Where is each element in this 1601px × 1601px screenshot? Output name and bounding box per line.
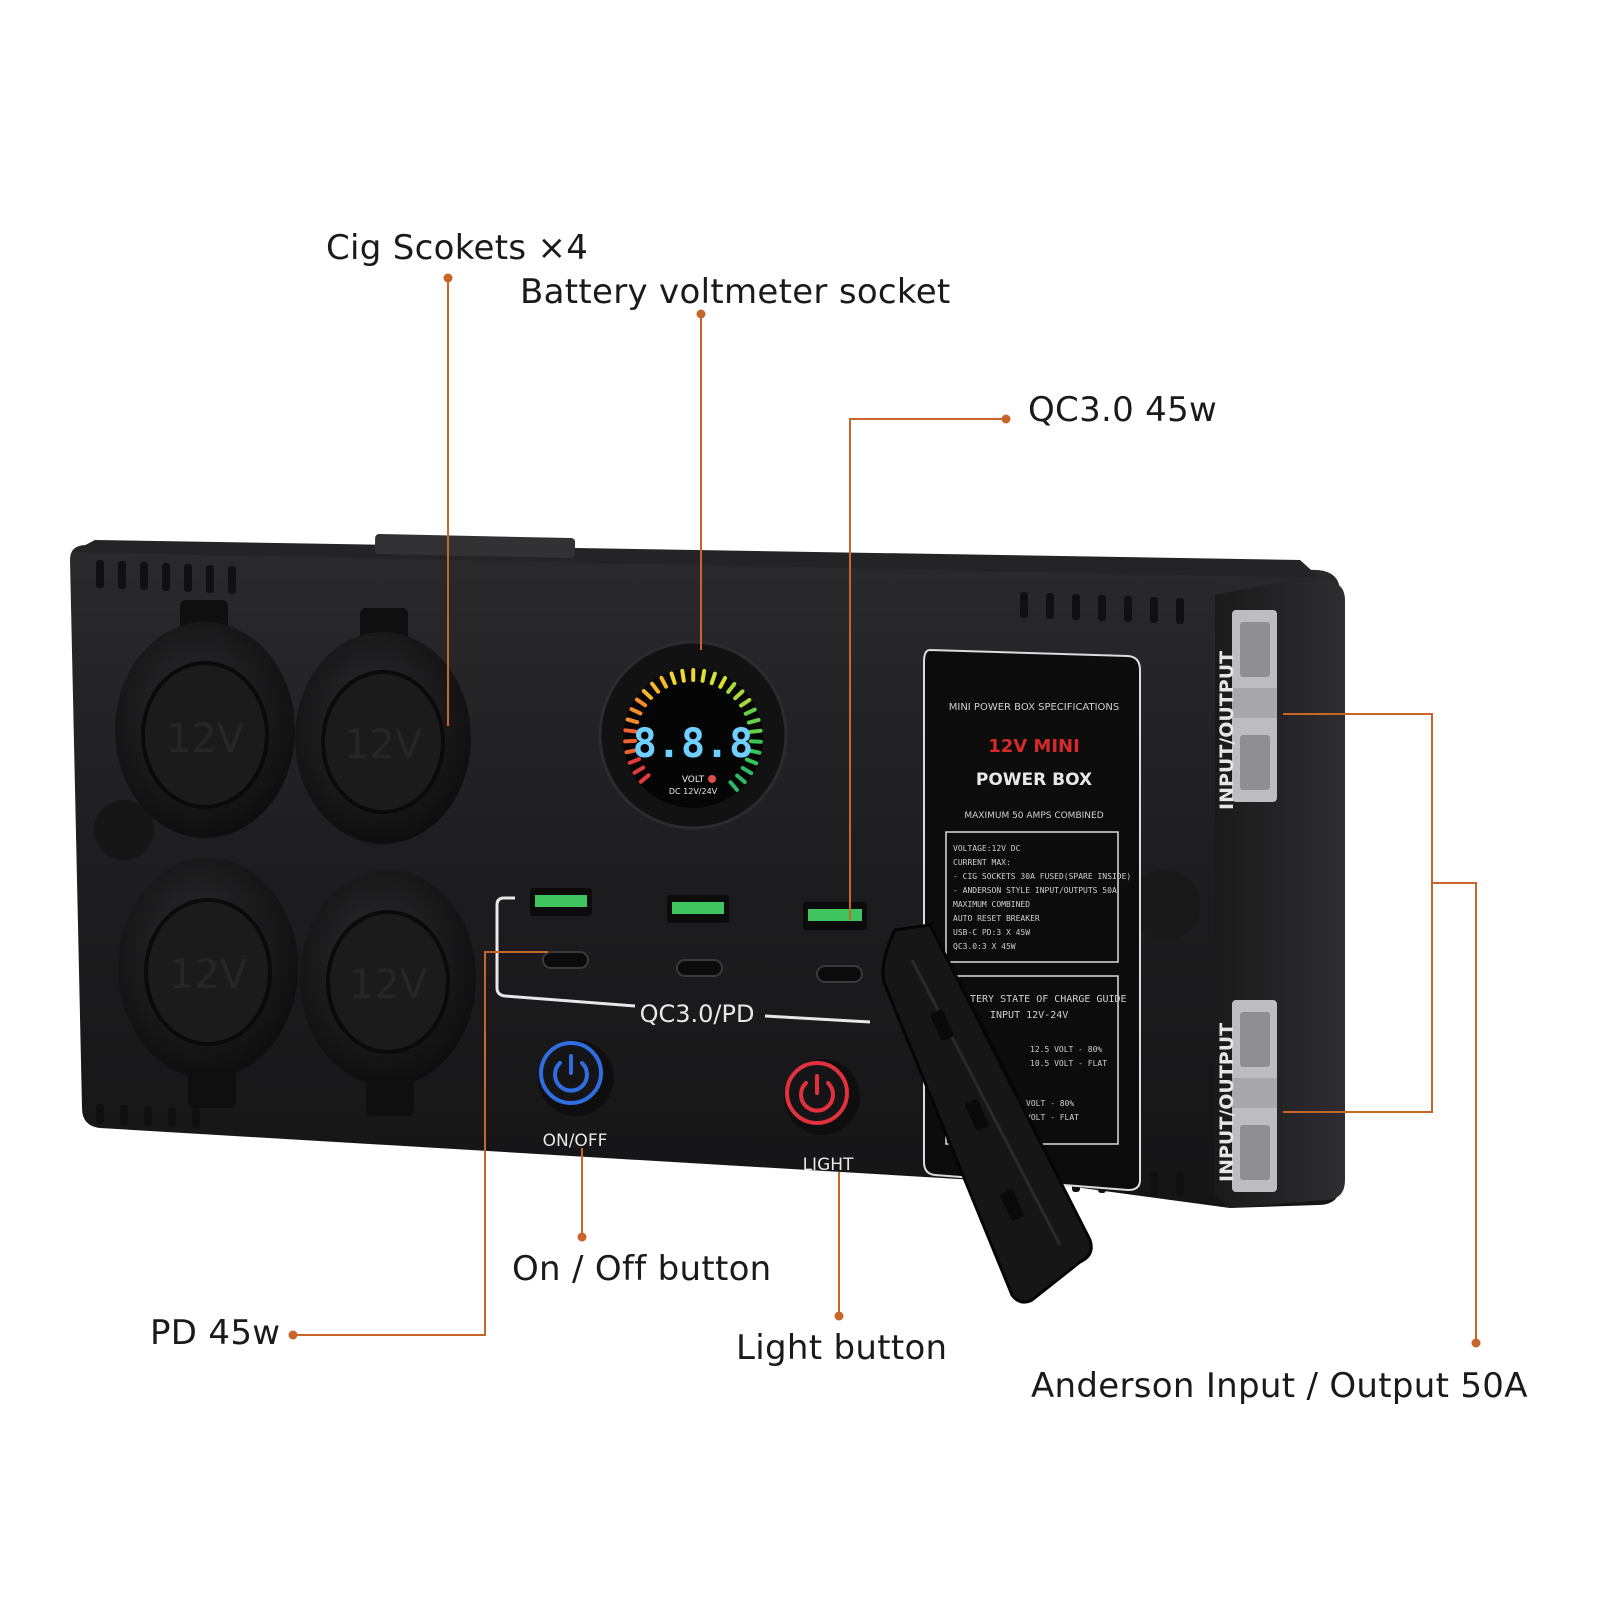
leader-dots: [288, 273, 1481, 1348]
guide-line: VOLT - 80%: [1026, 1099, 1074, 1108]
voltmeter-led-segment: [669, 671, 677, 685]
spec-lines: VOLTAGE:12V DC CURRENT MAX: - CIG SOCKETS …: [953, 844, 1131, 951]
voltmeter-range: DC 12V/24V: [669, 787, 718, 796]
guide-input: INPUT 12V-24V: [990, 1010, 1068, 1021]
device-body: [70, 533, 1340, 1208]
pd-port-1[interactable]: [542, 951, 589, 969]
voltmeter-led-segment: [709, 671, 717, 686]
anderson-label-bottom: INPUT/OUTPUT: [1216, 1023, 1238, 1182]
voltmeter-led-segment: [743, 707, 757, 716]
voltmeter-led-segment: [726, 681, 737, 694]
spec-line: - CIG SOCKETS 30A FUSED(SPARE INSIDE): [953, 872, 1131, 881]
cig-socket-bottom-left[interactable]: 12V: [118, 858, 298, 1108]
pd-port-2[interactable]: [676, 959, 723, 977]
voltmeter-led-segment: [629, 707, 643, 716]
voltmeter-led-segment: [641, 689, 654, 700]
cig-socket-top-right[interactable]: 12V: [295, 608, 471, 844]
anderson-connector-top[interactable]: [1232, 610, 1277, 802]
voltmeter-led-segment: [735, 773, 747, 785]
voltmeter-led-segment: [638, 773, 651, 784]
power-icon: [799, 1081, 835, 1113]
voltmeter-led-segment: [733, 689, 745, 701]
callout-cig-sockets: Cig Scokets ×4: [326, 228, 589, 268]
voltmeter-led-segment: [748, 739, 763, 744]
cig-socket-bottom-right[interactable]: 12V: [300, 870, 476, 1116]
voltmeter-led-segment: [740, 765, 754, 776]
voltmeter-unit: VOLT: [682, 775, 705, 785]
guide-line: VOLT - FLAT: [1026, 1113, 1079, 1122]
light-button[interactable]: [784, 1059, 860, 1135]
anderson-connector-bottom[interactable]: [1232, 1000, 1277, 1192]
spec-line: QC3.0:3 X 45W: [953, 942, 1016, 951]
spec-subtitle: MAXIMUM 50 AMPS COMBINED: [964, 811, 1103, 821]
socket-cap-text: 12V: [349, 962, 428, 1008]
callout-light-button: Light button: [736, 1328, 948, 1368]
spec-header: MINI POWER BOX SPECIFICATIONS: [949, 702, 1120, 713]
cig-socket-top-left[interactable]: 12V: [115, 600, 295, 838]
usb-panel: [495, 896, 871, 1024]
usb-dust-cover[interactable]: [881, 923, 1093, 1304]
voltmeter-led-segment: [650, 681, 661, 694]
guide-line: 10.5 VOLT - FLAT: [1030, 1059, 1107, 1068]
battery-voltmeter: 8.8.8 VOLT DC 12V/24V: [598, 640, 788, 830]
callout-pd: PD 45w: [150, 1313, 281, 1353]
callout-battery-voltmeter: Battery voltmeter socket: [520, 272, 951, 312]
voltmeter-led-segment: [680, 668, 686, 683]
callout-anderson: Anderson Input / Output 50A: [1031, 1366, 1528, 1406]
voltmeter-led-segment: [625, 717, 640, 725]
guide-line: 12.5 VOLT - 80%: [1030, 1045, 1102, 1054]
power-icon: [553, 1061, 589, 1093]
voltmeter-led-segment: [744, 757, 759, 766]
voltmeter-led-segment: [746, 717, 761, 725]
voltmeter-led-segment: [739, 697, 752, 708]
spec-line: AUTO RESET BREAKER: [953, 914, 1040, 923]
light-label: LIGHT: [803, 1155, 854, 1175]
voltmeter-led-ring: [623, 668, 763, 792]
voltmeter-led-segment: [728, 780, 739, 792]
socket-cap-text: 12V: [169, 952, 248, 998]
voltmeter-led-segment: [747, 748, 762, 755]
onoff-label: ON/OFF: [543, 1131, 608, 1151]
leader-lines: [293, 278, 1477, 1343]
voltmeter-led-segment: [632, 765, 646, 775]
spec-title-line2: POWER BOX: [976, 770, 1092, 790]
spec-line: VOLTAGE:12V DC: [953, 844, 1021, 853]
callout-onoff-button: On / Off button: [512, 1249, 772, 1289]
onoff-button[interactable]: [538, 1040, 614, 1116]
socket-cap-text: 12V: [166, 716, 245, 762]
spec-line: - ANDERSON STYLE INPUT/OUTPUTS 50A: [953, 886, 1117, 895]
spec-line: MAXIMUM COMBINED: [953, 900, 1030, 909]
spec-title-line1: 12V MINI: [988, 736, 1080, 757]
spec-line: USB-C PD:3 X 45W: [953, 928, 1030, 937]
pd-port-3[interactable]: [816, 965, 863, 983]
usb-panel-label: QC3.0/PD: [640, 1000, 755, 1028]
voltmeter-led-segment: [634, 697, 648, 708]
voltmeter-led-segment: [718, 676, 728, 689]
qc30-port-1[interactable]: [530, 888, 592, 916]
voltmeter-display: 8.8.8: [633, 721, 753, 767]
voltmeter-led-segment: [748, 728, 763, 734]
voltmeter-led-segment: [627, 757, 641, 765]
voltmeter-led-segment: [623, 728, 638, 734]
guide-title: TERY STATE OF CHARGE GUIDE: [970, 994, 1127, 1005]
qc30-port-3[interactable]: [803, 902, 867, 930]
voltmeter-led-segment: [659, 675, 669, 689]
socket-cap-text: 12V: [344, 722, 423, 768]
spec-line: CURRENT MAX:: [953, 858, 1011, 867]
callout-qc30: QC3.0 45w: [1028, 390, 1218, 430]
anderson-label-top: INPUT/OUTPUT: [1216, 651, 1238, 810]
voltmeter-led-segment: [624, 748, 639, 755]
guide-lines: 12.5 VOLT - 80% 10.5 VOLT - FLAT VOLT - 80…: [1026, 1045, 1107, 1122]
qc30-port-2[interactable]: [667, 895, 729, 923]
voltmeter-led-segment: [700, 668, 707, 683]
